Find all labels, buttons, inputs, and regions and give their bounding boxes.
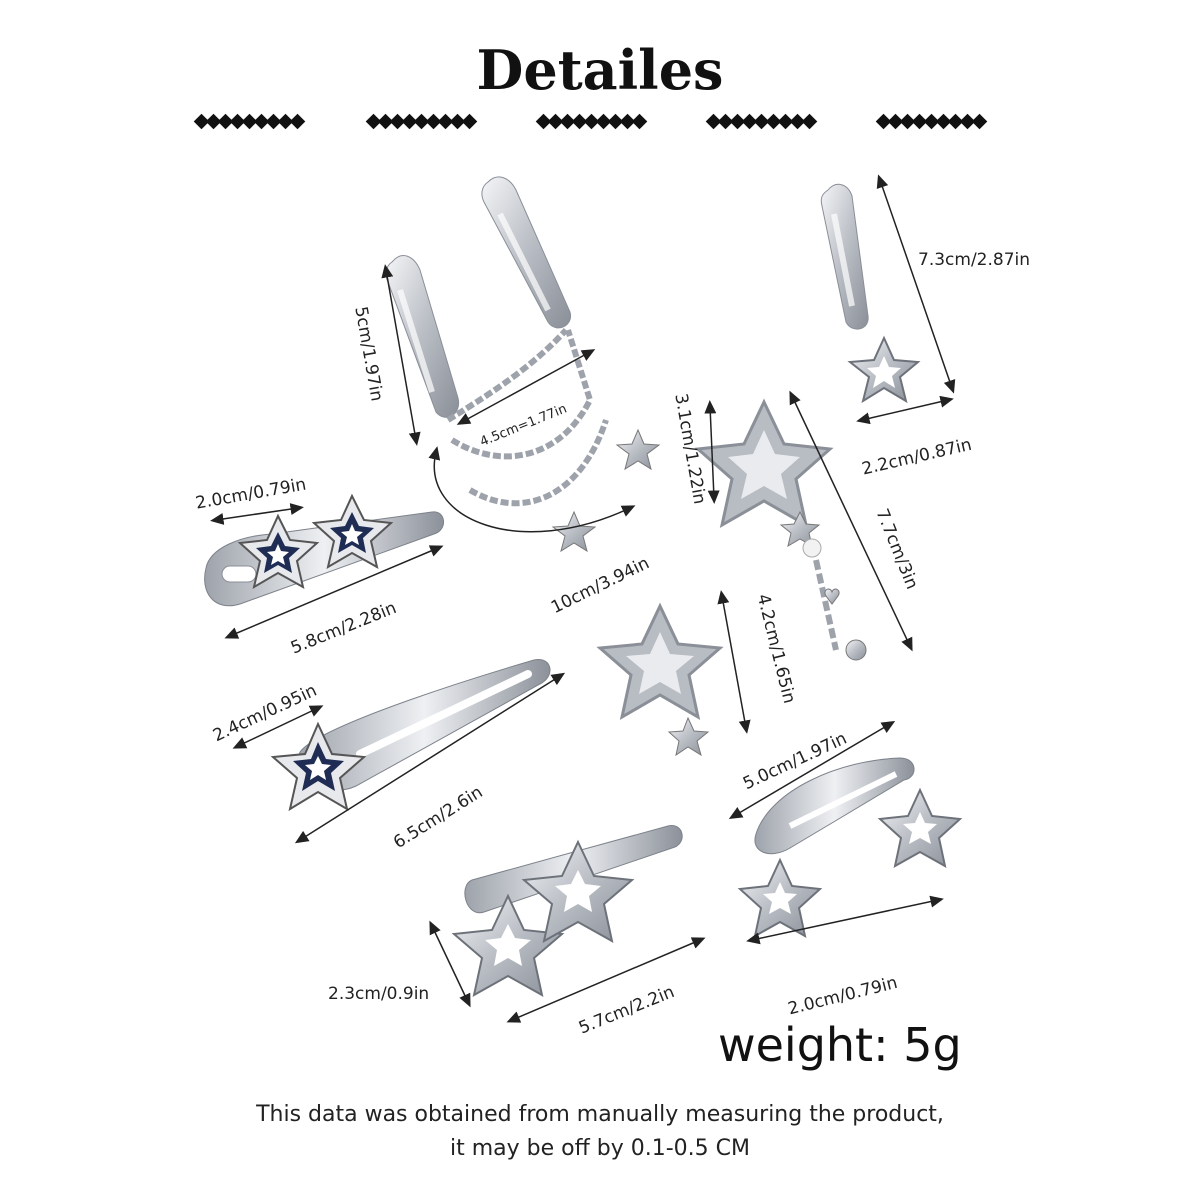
- glitter-star-tassel-clip: [694, 398, 867, 661]
- measurement-note-line-1: This data was obtained from manually mea…: [256, 1102, 944, 1127]
- double-star-bar-clip: [451, 825, 683, 997]
- dangling-stars-side-clip: [737, 757, 963, 938]
- page-title: Detailes: [476, 38, 724, 102]
- weight-label: weight: 5g: [718, 1018, 962, 1072]
- double-chain-clip: [385, 176, 661, 553]
- navy-star-long-clip: [270, 659, 551, 812]
- glitter-star-small-clip: [596, 602, 724, 757]
- single-star-clip: [820, 183, 921, 404]
- measurement-note-line-2: it may be off by 0.1-0.5 CM: [450, 1136, 750, 1161]
- dimension-label: 7.3cm/2.87in: [918, 250, 1031, 270]
- dimension-arrows: [210, 174, 956, 1023]
- navy-double-star-clip: [204, 493, 444, 607]
- dimension-label: 2.3cm/0.9in: [328, 984, 430, 1004]
